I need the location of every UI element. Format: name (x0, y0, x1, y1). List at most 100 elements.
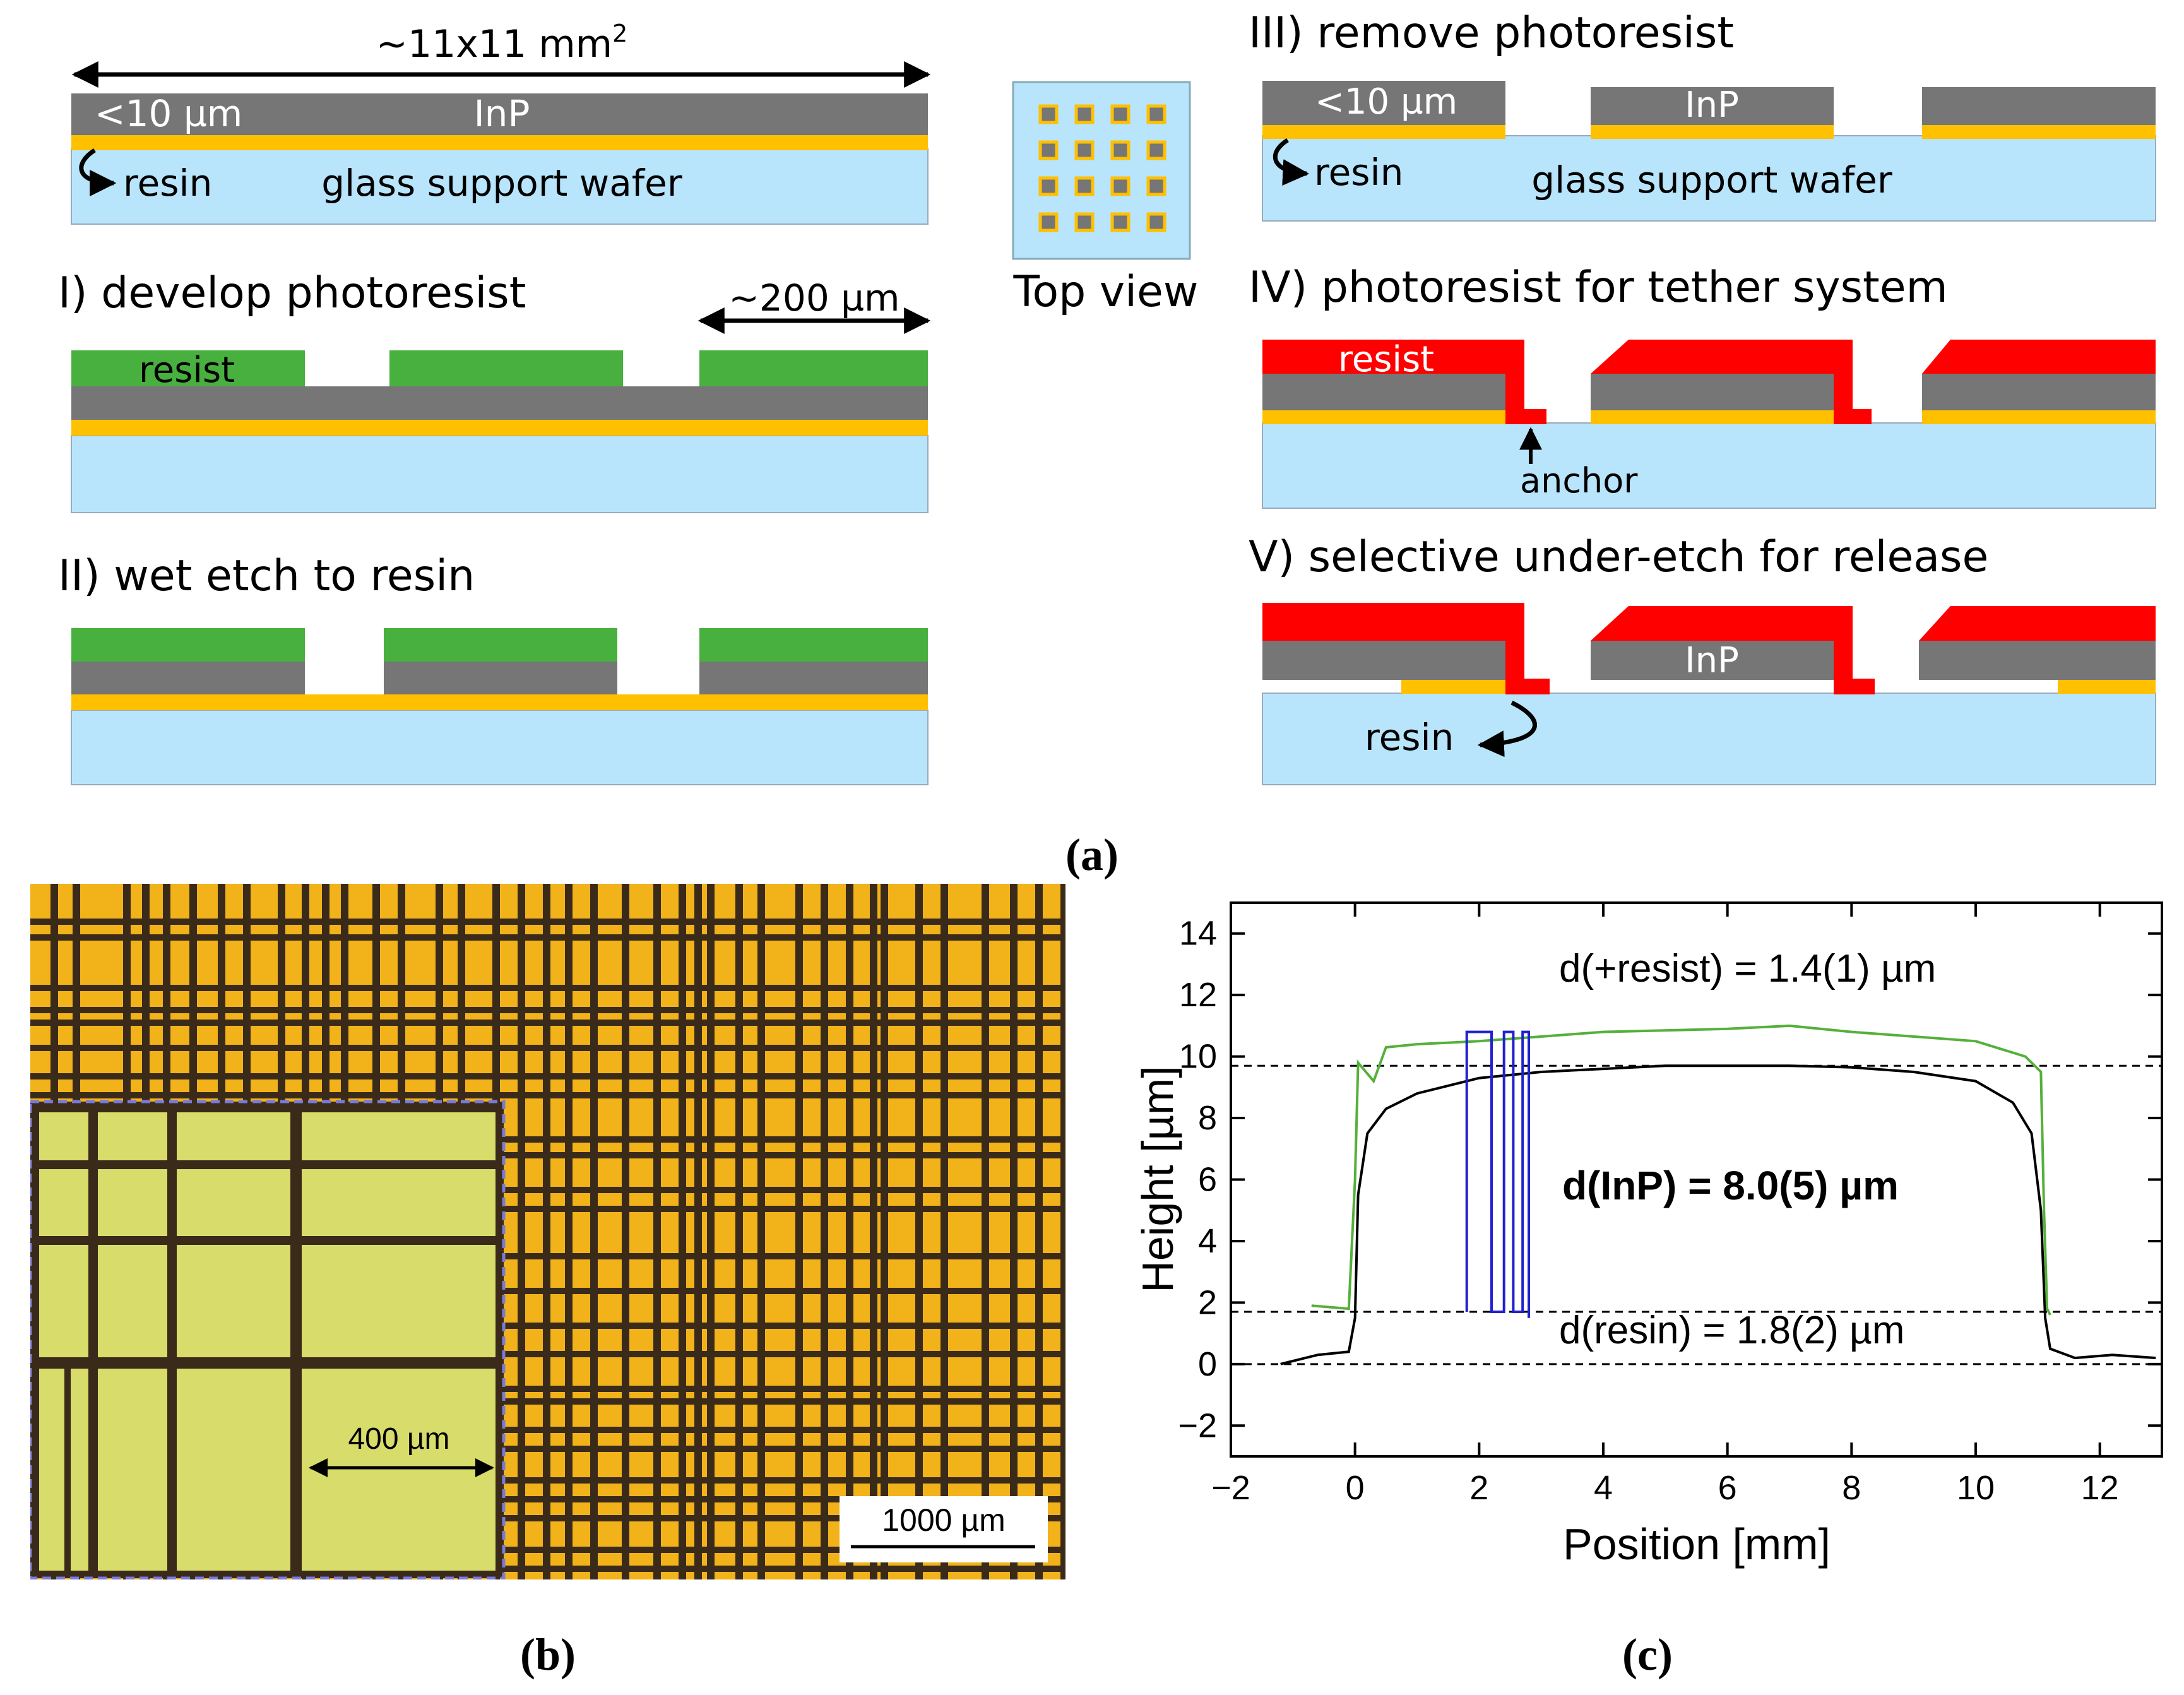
x-tick-label: 2 (1469, 1469, 1488, 1507)
resin-label: resin (1365, 716, 1454, 759)
top-view: Top view (1012, 81, 1199, 317)
step-5: V) selective under-etch for release InP … (1249, 532, 2156, 785)
grid-line-horizontal (30, 1496, 1065, 1502)
anchor-label: anchor (1520, 461, 1638, 501)
top-view-chip (1110, 140, 1131, 160)
glass-wafer (71, 710, 929, 785)
tether-resist (1262, 603, 1550, 694)
grid-line-vertical (590, 884, 598, 1579)
glass-wafer (71, 148, 929, 225)
resin-label: resin (1314, 151, 1403, 194)
resin-arrow (79, 148, 117, 196)
step-3: III) remove photoresist <10 µm InP resin… (1249, 8, 2156, 222)
grid-line-horizontal (30, 1515, 1065, 1521)
grid-line-horizontal (30, 1092, 1065, 1098)
top-view-chip (1074, 140, 1095, 160)
inset-chip (39, 1369, 64, 1571)
inp-layer (71, 93, 928, 135)
annotation-resin: d(resin) = 1.8(2) µm (1559, 1309, 1904, 1352)
top-view-chip (1110, 104, 1131, 124)
photoresist-block (384, 628, 617, 662)
y-tick-label: 0 (1198, 1345, 1217, 1383)
step-2-title: II) wet etch to resin (58, 551, 475, 601)
glass-wafer (1262, 422, 2156, 509)
tether-resist (1591, 340, 1872, 424)
grid-line-horizontal (30, 1020, 1065, 1026)
step-1-title: I) develop photoresist (58, 268, 526, 318)
inset-chip (302, 1112, 496, 1160)
grid-line-vertical (821, 884, 828, 1579)
inset-chips (39, 1112, 496, 1571)
x-tick-label: 12 (2081, 1469, 2119, 1507)
grid-line-vertical (735, 884, 743, 1579)
x-tick-label: −2 (1211, 1469, 1250, 1507)
top-view-label: Top view (1013, 267, 1199, 317)
top-view-chip (1074, 212, 1095, 232)
step-5-title: V) selective under-etch for release (1249, 532, 1988, 582)
y-axis-label: Height [µm] (1133, 1066, 1182, 1292)
grid-line-horizontal (30, 1386, 1065, 1392)
inset-chip (39, 1245, 88, 1357)
grid-line-vertical (653, 884, 661, 1579)
panel-b-label: (b) (520, 1629, 576, 1680)
inset-chip (98, 1169, 167, 1236)
top-view-chip (1074, 104, 1095, 124)
inset-chip (177, 1112, 290, 1160)
inset-chip (177, 1369, 290, 1571)
grid-line-horizontal (30, 1187, 1065, 1193)
inset-chip (177, 1169, 290, 1236)
grid-line-vertical (941, 884, 948, 1579)
inset-chip (39, 1169, 88, 1236)
tether-resist (1922, 340, 2156, 374)
inset-chip (302, 1169, 496, 1236)
step-4: IV) photoresist for tether system resist… (1249, 263, 2156, 509)
x-tick-label: 10 (1957, 1469, 1995, 1507)
y-tick-label: 4 (1198, 1222, 1217, 1260)
grid-line-horizontal (30, 1323, 1065, 1329)
grid-line-vertical (1035, 884, 1043, 1579)
grid-line-vertical (757, 884, 765, 1579)
grid-line-vertical (881, 884, 888, 1579)
y-tick-label: 12 (1179, 976, 1217, 1014)
x-tick-label: 0 (1346, 1469, 1365, 1507)
grid-line-vertical (518, 884, 525, 1579)
inp-layer (71, 386, 928, 420)
grid-line-vertical (870, 884, 877, 1579)
annotation-inp: d(InP) = 8.0(5) µm (1562, 1163, 1899, 1208)
thickness-label: <10 µm (1315, 81, 1457, 122)
grid-line-horizontal (30, 934, 1065, 941)
inset-chip (302, 1369, 496, 1571)
grid-line-vertical (679, 884, 686, 1579)
y-tick-label: 14 (1179, 915, 1217, 953)
resin-layer (71, 420, 928, 436)
step-4-title: IV) photoresist for tether system (1249, 263, 1948, 312)
wafer-label: glass support wafer (321, 162, 682, 205)
x-tick-label: 6 (1718, 1469, 1737, 1507)
grid-line-horizontal (30, 1351, 1065, 1357)
grid-line-horizontal (30, 1253, 1065, 1259)
grid-line-vertical (982, 884, 989, 1579)
inp-block (71, 662, 305, 694)
resist-label: resist (139, 350, 235, 391)
grid-line-vertical (694, 884, 702, 1579)
y-tick-label: 10 (1179, 1038, 1217, 1076)
grid-line-vertical (846, 884, 853, 1579)
x-tick-label: 4 (1594, 1469, 1613, 1507)
top-view-chip (1038, 140, 1059, 160)
inset: 400 µm (30, 1100, 506, 1579)
top-view-chip (1146, 140, 1166, 160)
photoresist-block (699, 350, 928, 386)
inset-chip (98, 1369, 167, 1571)
thickness-label: <10 µm (95, 92, 242, 135)
photoresist-block (699, 628, 928, 662)
initial-stack: ~11x11 mm2 <10 µm InP resin glass suppor… (71, 20, 931, 225)
pitch-label: ~200 µm (728, 277, 899, 319)
grid-line-horizontal (30, 1477, 1065, 1484)
step-3-title: III) remove photoresist (1249, 8, 1734, 58)
top-view-chip (1038, 104, 1059, 124)
inp-block (1922, 374, 2156, 410)
inset-scale-label: 400 µm (348, 1422, 449, 1456)
scalebar: 1000 µm (840, 1496, 1048, 1562)
